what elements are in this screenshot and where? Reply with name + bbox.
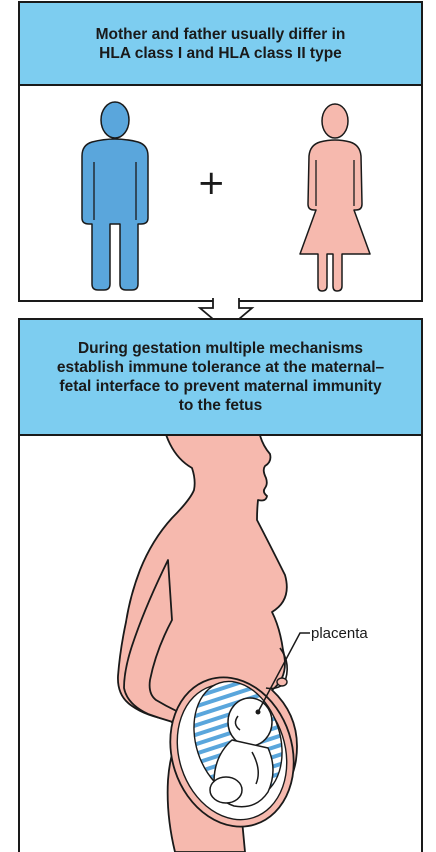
placenta-label: placenta: [311, 625, 368, 642]
